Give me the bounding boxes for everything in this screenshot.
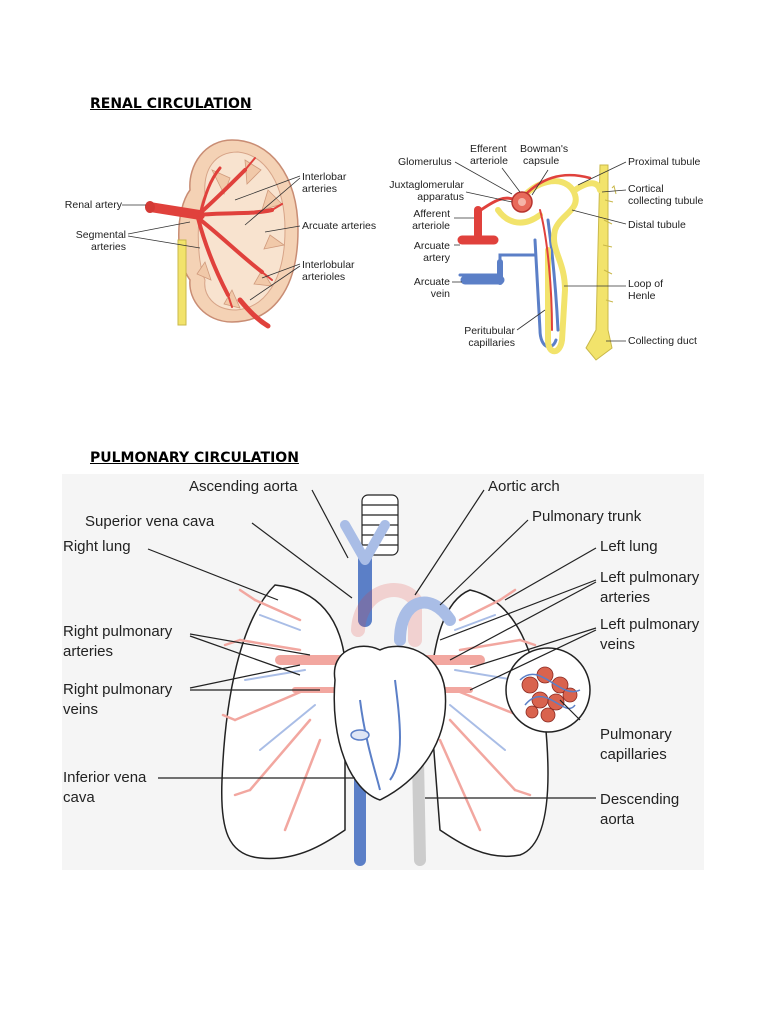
nephron-tubules [495, 178, 603, 355]
label-descending-aorta-1: Descending [600, 791, 680, 808]
label-peritubular-1: Peritubular [464, 325, 515, 337]
heart [333, 645, 447, 801]
label-loop-2: Henle [628, 290, 656, 302]
arcuate-vein [460, 259, 505, 285]
label-efferent-1: Efferent [470, 143, 507, 155]
label-segmental-2: arteries [90, 241, 126, 253]
label-descending-aorta-2: aorta [600, 811, 635, 828]
label-cortical-1: Cortical [628, 183, 664, 195]
label-pulmonary-capillaries-1: Pulmonary [600, 726, 672, 743]
label-arcuate-vein-1: Arcuate [413, 276, 450, 288]
collecting-duct [585, 164, 617, 361]
label-proximal-tubule: Proximal tubule [628, 156, 701, 168]
ureter [177, 239, 187, 326]
label-right-pv-2: veins [63, 701, 99, 718]
label-right-pa-1: Right pulmonary [63, 623, 173, 640]
label-jga-2: apparatus [417, 191, 464, 203]
label-ivc-1: Inferior vena [63, 769, 147, 786]
renal-heading: RENAL CIRCULATION [90, 96, 252, 112]
label-left-lung: Left lung [600, 538, 658, 555]
label-ascending-aorta: Ascending aorta [189, 478, 298, 495]
label-bowman-2: capsule [523, 155, 560, 167]
label-afferent-2: arteriole [412, 220, 450, 232]
label-interlobar-2: arteries [302, 183, 338, 195]
label-arcuate-arteries: Arcuate arteries [302, 220, 377, 232]
label-afferent-1: Afferent [413, 208, 450, 220]
great-vessels [340, 520, 456, 866]
label-arcuate-vein-2: vein [430, 288, 450, 300]
label-interlobar-1: Interlobar [302, 171, 347, 183]
label-right-pv-1: Right pulmonary [63, 681, 173, 698]
label-renal-artery: Renal artery [64, 199, 122, 211]
lungs [220, 584, 549, 860]
label-loop-1: Loop of [628, 278, 664, 290]
label-right-pa-2: arteries [63, 643, 114, 660]
label-left-pv-1: Left pulmonary [600, 616, 700, 633]
label-pulmonary-trunk: Pulmonary trunk [532, 508, 642, 525]
kidney-leader-lines [122, 175, 301, 301]
label-left-pa-1: Left pulmonary [600, 569, 700, 586]
label-peritubular-2: capillaries [468, 337, 515, 349]
label-ivc-2: cava [63, 789, 95, 806]
label-left-pv-2: veins [600, 636, 636, 653]
label-bowman-1: Bowman's [520, 143, 569, 155]
label-glomerulus: Glomerulus [398, 156, 452, 168]
label-svc: Superior vena cava [85, 513, 215, 530]
renal-artery-branches [145, 157, 283, 329]
label-jga-1: Juxtaglomerular [389, 179, 464, 191]
label-interlobular-1: Interlobular [302, 259, 355, 271]
label-right-lung: Right lung [63, 538, 131, 555]
label-distal-tubule: Distal tubule [628, 219, 686, 231]
label-aortic-arch: Aortic arch [488, 478, 560, 495]
nephron-leader-lines [452, 161, 627, 342]
label-efferent-2: arteriole [470, 155, 508, 167]
label-left-pa-2: arteries [600, 589, 651, 606]
label-arcuate-artery-2: artery [423, 252, 450, 264]
pulmonary-heading: PULMONARY CIRCULATION [90, 450, 299, 466]
pulmonary-leader-lines [147, 489, 597, 799]
label-interlobular-2: arterioles [302, 271, 346, 283]
capillary-inset [505, 647, 591, 733]
label-segmental-1: Segmental [75, 229, 126, 241]
label-collecting-duct: Collecting duct [628, 335, 697, 347]
label-arcuate-artery-1: Arcuate [413, 240, 450, 252]
label-pulmonary-capillaries-2: capillaries [600, 746, 667, 763]
label-cortical-2: collecting tubule [628, 195, 704, 207]
